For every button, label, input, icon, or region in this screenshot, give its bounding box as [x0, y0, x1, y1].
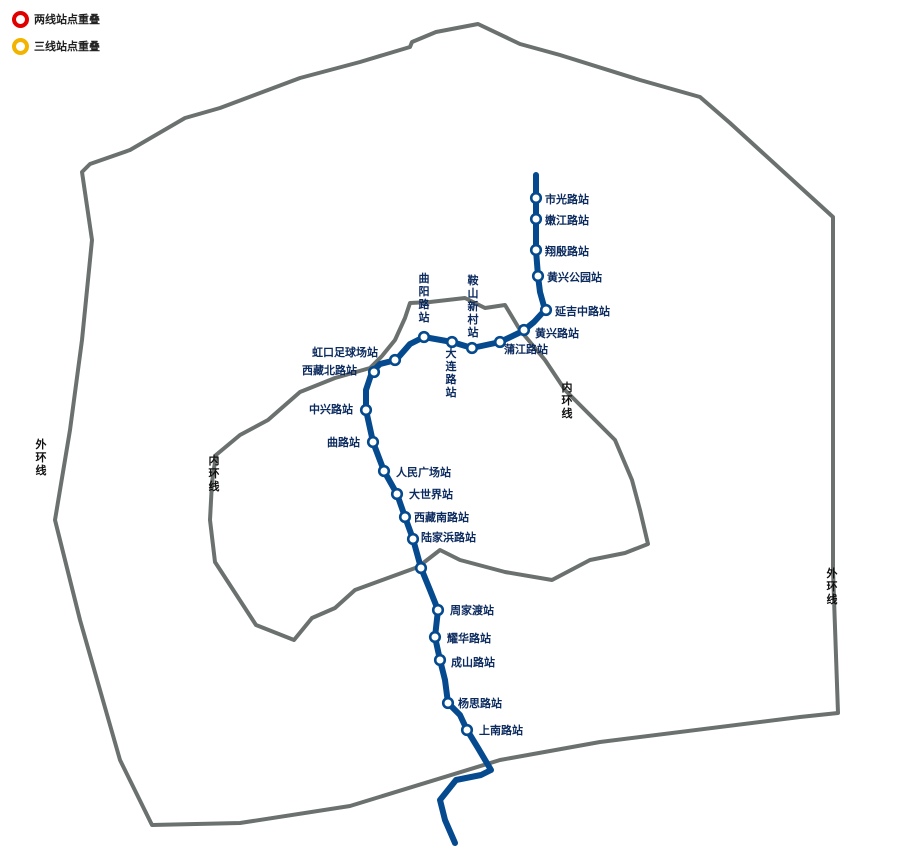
yellow-ring-marker-icon — [12, 37, 29, 55]
station-label-shiguanglu: 市光路站 — [545, 192, 589, 206]
station-label-xizangnanlu: 西藏南路站 — [414, 510, 469, 524]
station-label-nenjianglu: 嫩江路站 — [545, 213, 589, 227]
station-label-qufulu: 曲路站 — [327, 435, 360, 449]
station-marker-chengshanlu[interactable] — [433, 653, 447, 667]
station-marker-lujiabanglu[interactable] — [406, 532, 420, 546]
station-label-anshanxincun: 鞍山新村站 — [468, 273, 479, 339]
station-marker-renminguangchang[interactable] — [377, 464, 391, 478]
legend-label-two-line: 两线站点重叠 — [34, 14, 100, 26]
station-label-zhongxinglu: 中兴路站 — [309, 402, 353, 416]
red-ring-marker-icon — [12, 10, 29, 28]
station-marker-unnamed[interactable] — [414, 561, 428, 575]
inner-ring-road — [208, 296, 650, 642]
station-label-dashijie: 大世界站 — [409, 487, 453, 501]
metro-line-8 — [363, 172, 548, 846]
station-label-xizangbeilu: 西藏北路站 — [302, 363, 357, 377]
station-marker-qufulu[interactable] — [366, 435, 380, 449]
station-marker-yanjizhonglu[interactable] — [539, 303, 553, 317]
station-marker-zhongxinglu[interactable] — [359, 403, 373, 417]
station-marker-xiangyinlu[interactable] — [529, 243, 543, 257]
station-marker-nenjianglu[interactable] — [529, 212, 543, 226]
station-marker-quyanglu[interactable] — [417, 330, 431, 344]
station-label-quyanglu: 曲阳路站 — [419, 271, 431, 324]
inner-ring-label-right: 内环线 — [562, 380, 573, 420]
station-marker-huangxinglu[interactable] — [517, 323, 531, 337]
inner-ring-label-left: 内环线 — [209, 453, 220, 493]
legend-label-three-line: 三线站点重叠 — [34, 41, 100, 53]
station-marker-yangsilu[interactable] — [441, 696, 455, 710]
station-label-zhoujiadu: 周家渡站 — [450, 603, 494, 617]
station-label-shangnanlu: 上南路站 — [479, 723, 523, 737]
station-marker-huangxinggongyuan[interactable] — [531, 269, 545, 283]
legend-item-three-line: 三线站点重叠 — [12, 37, 100, 55]
station-marker-shangnanlu[interactable] — [460, 723, 474, 737]
station-marker-xizangbeilu[interactable] — [367, 365, 381, 379]
outer-ring-label-right: 外环线 — [826, 566, 838, 606]
station-marker-dalianlu[interactable] — [445, 335, 459, 349]
outer-ring-label-left: 外环线 — [35, 437, 47, 477]
station-label-yangsilu: 杨思路站 — [458, 696, 502, 710]
outer-ring-road — [53, 22, 840, 827]
station-marker-hongkouzuqiuchang[interactable] — [388, 353, 402, 367]
station-marker-xizangnanlu[interactable] — [398, 510, 412, 524]
station-label-hongkouzuqiuchang: 虹口足球场站 — [312, 345, 378, 359]
legend: 两线站点重叠 三线站点重叠 — [12, 10, 100, 64]
station-label-dalianlu: 大连路站 — [446, 346, 458, 399]
station-label-yaohualu: 耀华路站 — [447, 631, 491, 645]
station-label-renminguangchang: 人民广场站 — [396, 465, 451, 479]
station-marker-shiguanglu[interactable] — [529, 191, 543, 205]
station-label-huangxinggongyuan: 黄兴公园站 — [547, 270, 602, 284]
station-marker-dashijie[interactable] — [390, 487, 404, 501]
station-label-lujiabanglu: 陆家浜路站 — [421, 530, 476, 544]
station-label-huangxinglu: 黄兴路站 — [535, 326, 579, 340]
station-label-yanjizhonglu: 延吉中路站 — [554, 304, 610, 318]
station-marker-zhoujiadu[interactable] — [431, 603, 445, 617]
station-marker-yaohualu[interactable] — [428, 630, 442, 644]
station-label-pujianglu: 蒲江路站 — [504, 342, 548, 356]
station-marker-anshanxincun[interactable] — [465, 341, 479, 355]
station-label-xiangyinlu: 翔殷路站 — [544, 244, 589, 258]
legend-item-two-line: 两线站点重叠 — [12, 10, 100, 28]
station-label-chengshanlu: 成山路站 — [451, 655, 495, 669]
station-marker-pujianglu[interactable] — [493, 335, 507, 349]
